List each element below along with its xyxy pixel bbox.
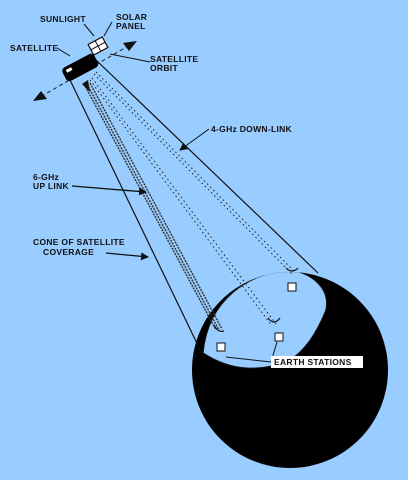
solar-panel-label-line1: SOLAR <box>116 12 147 22</box>
solar-panel <box>87 36 109 56</box>
downlink-beam-line <box>91 77 277 325</box>
downlink-beams <box>89 71 296 327</box>
orbit-arrow-left <box>33 91 47 101</box>
orbit-leader <box>109 53 151 63</box>
uplink-beam-line <box>86 83 220 331</box>
earth-station <box>285 267 299 292</box>
earth-stations-leader <box>225 356 272 363</box>
cone-label-line2: COVERAGE <box>43 247 94 257</box>
earth-station <box>213 324 226 352</box>
coverage-area <box>202 272 328 369</box>
cone-right-edge <box>95 59 319 274</box>
uplink-arrow <box>82 80 90 92</box>
satellite-orbit-label-line1: SATELLITE <box>150 54 198 64</box>
downlink-beam-line <box>93 73 293 275</box>
satellite-leader <box>56 47 71 57</box>
orbit-arrow-right <box>123 41 137 51</box>
solar-panel-label-line2: PANEL <box>116 21 146 31</box>
downlink-beam-line <box>89 79 273 327</box>
satellite <box>62 36 109 82</box>
uplink-beam-line <box>89 82 223 330</box>
satellite-body <box>62 53 99 82</box>
uplink-label-line1: 6-GHz <box>33 172 59 182</box>
downlink-label: 4-GHz DOWN-LINK <box>211 124 293 134</box>
uplink-beam-line <box>83 83 217 331</box>
panel-mast <box>87 53 93 61</box>
earth <box>192 272 388 468</box>
cone-label-line1: CONE OF SATELLITE <box>33 237 125 247</box>
downlink-leader <box>179 128 210 151</box>
cone-leader <box>105 252 149 261</box>
leader-lines <box>56 21 278 363</box>
uplink-leader <box>71 185 147 196</box>
cone-left-edge <box>69 79 206 361</box>
sunlight-leader <box>83 23 95 37</box>
sunlight-label: SUNLIGHT <box>40 14 86 24</box>
labels: SUNLIGHT SOLAR PANEL SATELLITE SATELLITE… <box>10 12 363 368</box>
uplink-beam <box>82 80 223 331</box>
earth-station <box>267 317 284 342</box>
earth-stations-label-text: EARTH STATIONS <box>274 357 352 367</box>
solar-panel-leader <box>103 21 113 37</box>
earth-stations <box>213 267 299 352</box>
satellite-orbit-label-line2: ORBIT <box>150 63 178 73</box>
coverage-cone <box>69 59 319 361</box>
satellite-label: SATELLITE <box>10 43 58 53</box>
earth-stations-label: EARTH STATIONS <box>271 356 363 368</box>
downlink-beam-line <box>95 71 296 273</box>
uplink-label-line2: UP LINK <box>33 181 70 191</box>
